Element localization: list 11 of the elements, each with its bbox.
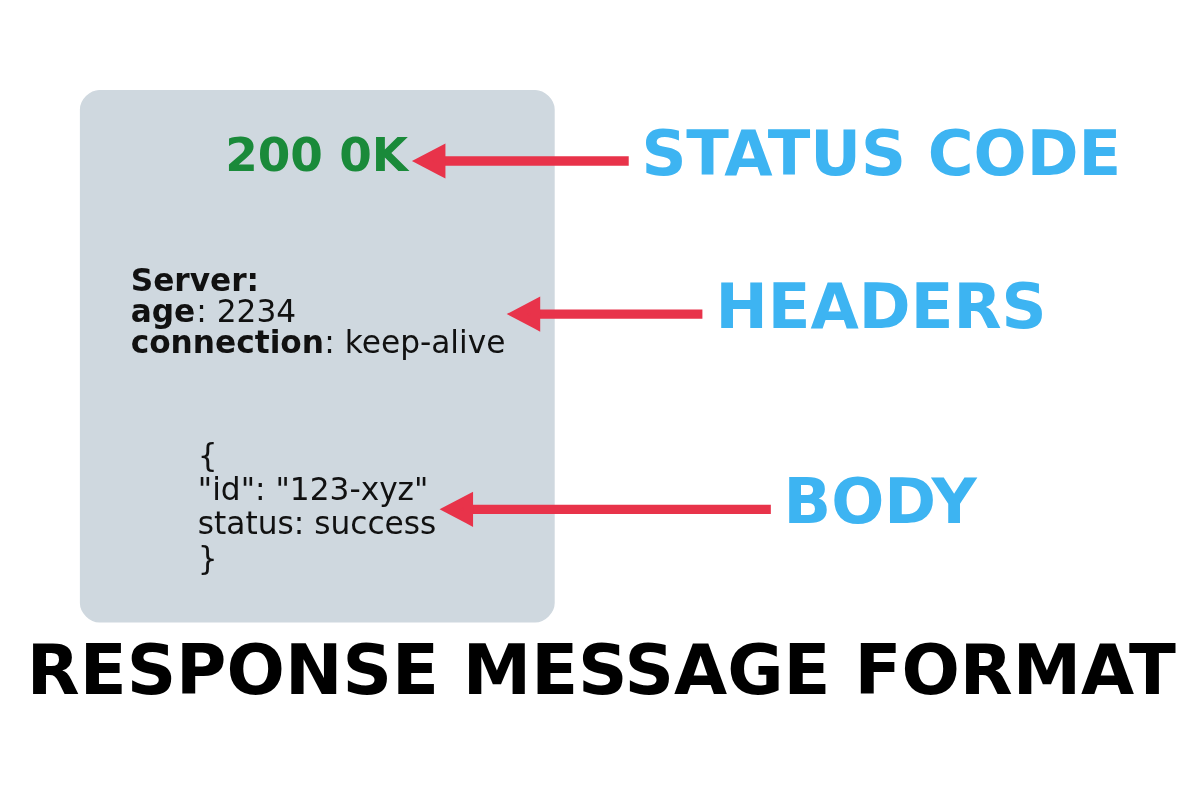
node-text: STATUS CODE	[641, 117, 1122, 191]
diagram-title: RESPONSE MESSAGE FORMAT	[26, 629, 1176, 710]
node-text: BODY	[783, 465, 977, 539]
node-text: 200 0K	[225, 128, 409, 183]
cluster	[79, 89, 555, 623]
arrow	[411, 143, 629, 179]
node-text: { "id": "123-xyz" status: success }	[197, 436, 437, 576]
node-text: Server: age: 2234 connection: keep-alive	[130, 261, 506, 361]
node-text: HEADERS	[715, 270, 1047, 344]
arrow	[439, 491, 771, 527]
arrow	[506, 296, 703, 332]
